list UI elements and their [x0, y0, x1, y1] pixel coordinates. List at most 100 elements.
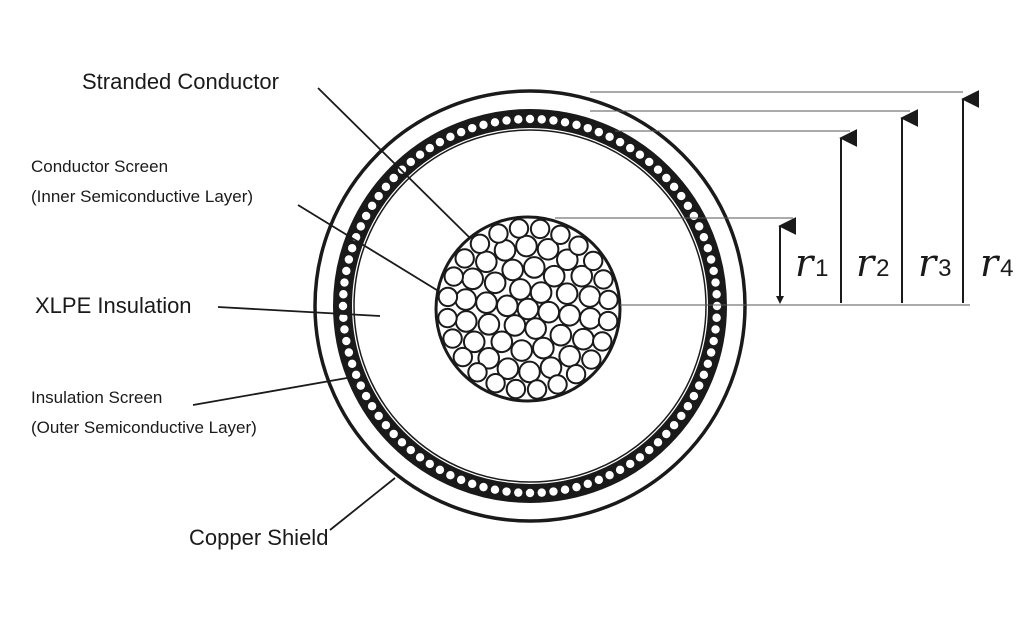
conductor-strand [509, 278, 532, 301]
label-xlpe-insulation: XLPE Insulation [35, 293, 192, 318]
conductor-strand [529, 281, 553, 304]
semiconductive-dot [711, 278, 720, 287]
conductor-strand [488, 223, 509, 244]
conductor-strand [437, 307, 458, 329]
semiconductive-dot [662, 173, 671, 183]
semiconductive-dot [549, 487, 558, 496]
conductor-strand [556, 248, 579, 272]
conductor-strand [549, 323, 573, 347]
conductor-strand [443, 266, 464, 287]
semiconductive-dot [653, 438, 663, 447]
semiconductive-dot [712, 290, 721, 299]
semiconductive-dot [389, 173, 398, 183]
leader-conductor-screen [297, 204, 441, 293]
semiconductive-dot [514, 488, 523, 497]
semiconductive-dot [356, 381, 365, 390]
conductor-strand [581, 349, 602, 370]
semiconductive-dot [340, 278, 349, 287]
semiconductive-dot [645, 445, 654, 455]
semiconductive-dot [374, 191, 383, 201]
conductor-strand [469, 233, 491, 255]
semiconductive-dot [683, 201, 693, 210]
semiconductive-dot [537, 115, 546, 124]
semiconductive-dot [435, 137, 445, 147]
semiconductive-dot [425, 143, 434, 153]
conductor-strand [442, 328, 463, 349]
semiconductive-dot [446, 471, 455, 480]
semiconductive-dot [456, 475, 466, 485]
conductor-strand [558, 303, 581, 327]
semiconductive-dot [560, 118, 570, 127]
semiconductive-dot [456, 127, 466, 137]
conductor-strand [547, 374, 568, 395]
semiconductive-dot [356, 222, 365, 231]
semiconductive-dot [706, 255, 716, 264]
label-conductor-screen: Conductor Screen [31, 157, 169, 176]
semiconductive-dot [572, 120, 581, 130]
semiconductive-dot [502, 487, 511, 496]
semiconductive-dot [653, 165, 663, 174]
conductor-strand [510, 339, 534, 362]
conductor-strand [582, 250, 604, 272]
conductor-strand [490, 330, 514, 354]
conductor-strand [572, 327, 595, 351]
semiconductive-dot [468, 479, 477, 489]
semiconductive-dot [525, 114, 535, 124]
insulation-screen-dots [338, 114, 722, 498]
conductor-strand [515, 234, 538, 258]
conductor-strand [597, 310, 619, 332]
semiconductive-dot [645, 157, 654, 167]
conductor-strand [475, 291, 498, 315]
semiconductive-dot [695, 381, 704, 390]
conductor-strand [485, 373, 506, 394]
semiconductive-dot [367, 201, 377, 210]
leader-xlpe-insulation [217, 306, 381, 317]
semiconductive-dot [347, 244, 357, 253]
conductor-strand [558, 344, 581, 368]
semiconductive-dot [468, 123, 477, 133]
semiconductive-dot [605, 471, 614, 480]
conductor-strand [496, 357, 520, 381]
conductor-strand [592, 331, 613, 352]
conductor-strand [536, 237, 560, 261]
semiconductive-dot [583, 479, 592, 489]
conductor-strand [437, 286, 459, 308]
semiconductive-dot [435, 465, 445, 475]
conductor-strand [475, 250, 498, 274]
radius-label-r3: r3 [918, 244, 952, 282]
label-insulation-screen-detail: (Outer Semiconductive Layer) [31, 418, 257, 437]
dimension-arrow-r1-bottom [776, 296, 784, 304]
semiconductive-dot [560, 485, 570, 494]
semiconductive-dot [537, 488, 546, 497]
conductor-strands [437, 218, 619, 400]
semiconductive-dot [338, 301, 348, 311]
semiconductive-dot [572, 482, 581, 492]
semiconductive-dot [425, 459, 434, 469]
semiconductive-dot [342, 266, 351, 276]
semiconductive-dot [367, 402, 377, 411]
semiconductive-dot [389, 429, 398, 439]
semiconductive-dot [339, 290, 348, 299]
label-insulation-screen: Insulation Screen [31, 388, 163, 407]
semiconductive-dot [711, 325, 720, 334]
radius-symbol: r [856, 241, 875, 285]
conductor-strand [505, 378, 527, 400]
radius-label-r4: r4 [980, 244, 1014, 282]
conductor-strand [568, 235, 589, 256]
conductor-strand [529, 218, 551, 240]
semiconductive-dot [339, 313, 348, 322]
semiconductive-dot [361, 211, 371, 221]
semiconductive-dot [502, 116, 511, 125]
radius-label-r2: r2 [856, 244, 890, 282]
semiconductive-dot [626, 143, 635, 153]
semiconductive-dot [669, 182, 679, 191]
semiconductive-dot [594, 475, 604, 485]
radius-symbol: r [980, 241, 999, 285]
conductor-strand [555, 282, 579, 305]
semiconductive-dot [669, 421, 679, 430]
semiconductive-dot [706, 348, 716, 357]
semiconductive-dot [677, 411, 686, 421]
semiconductive-dot [406, 445, 415, 455]
semiconductive-dot [397, 438, 407, 447]
semiconductive-dot [677, 191, 686, 201]
